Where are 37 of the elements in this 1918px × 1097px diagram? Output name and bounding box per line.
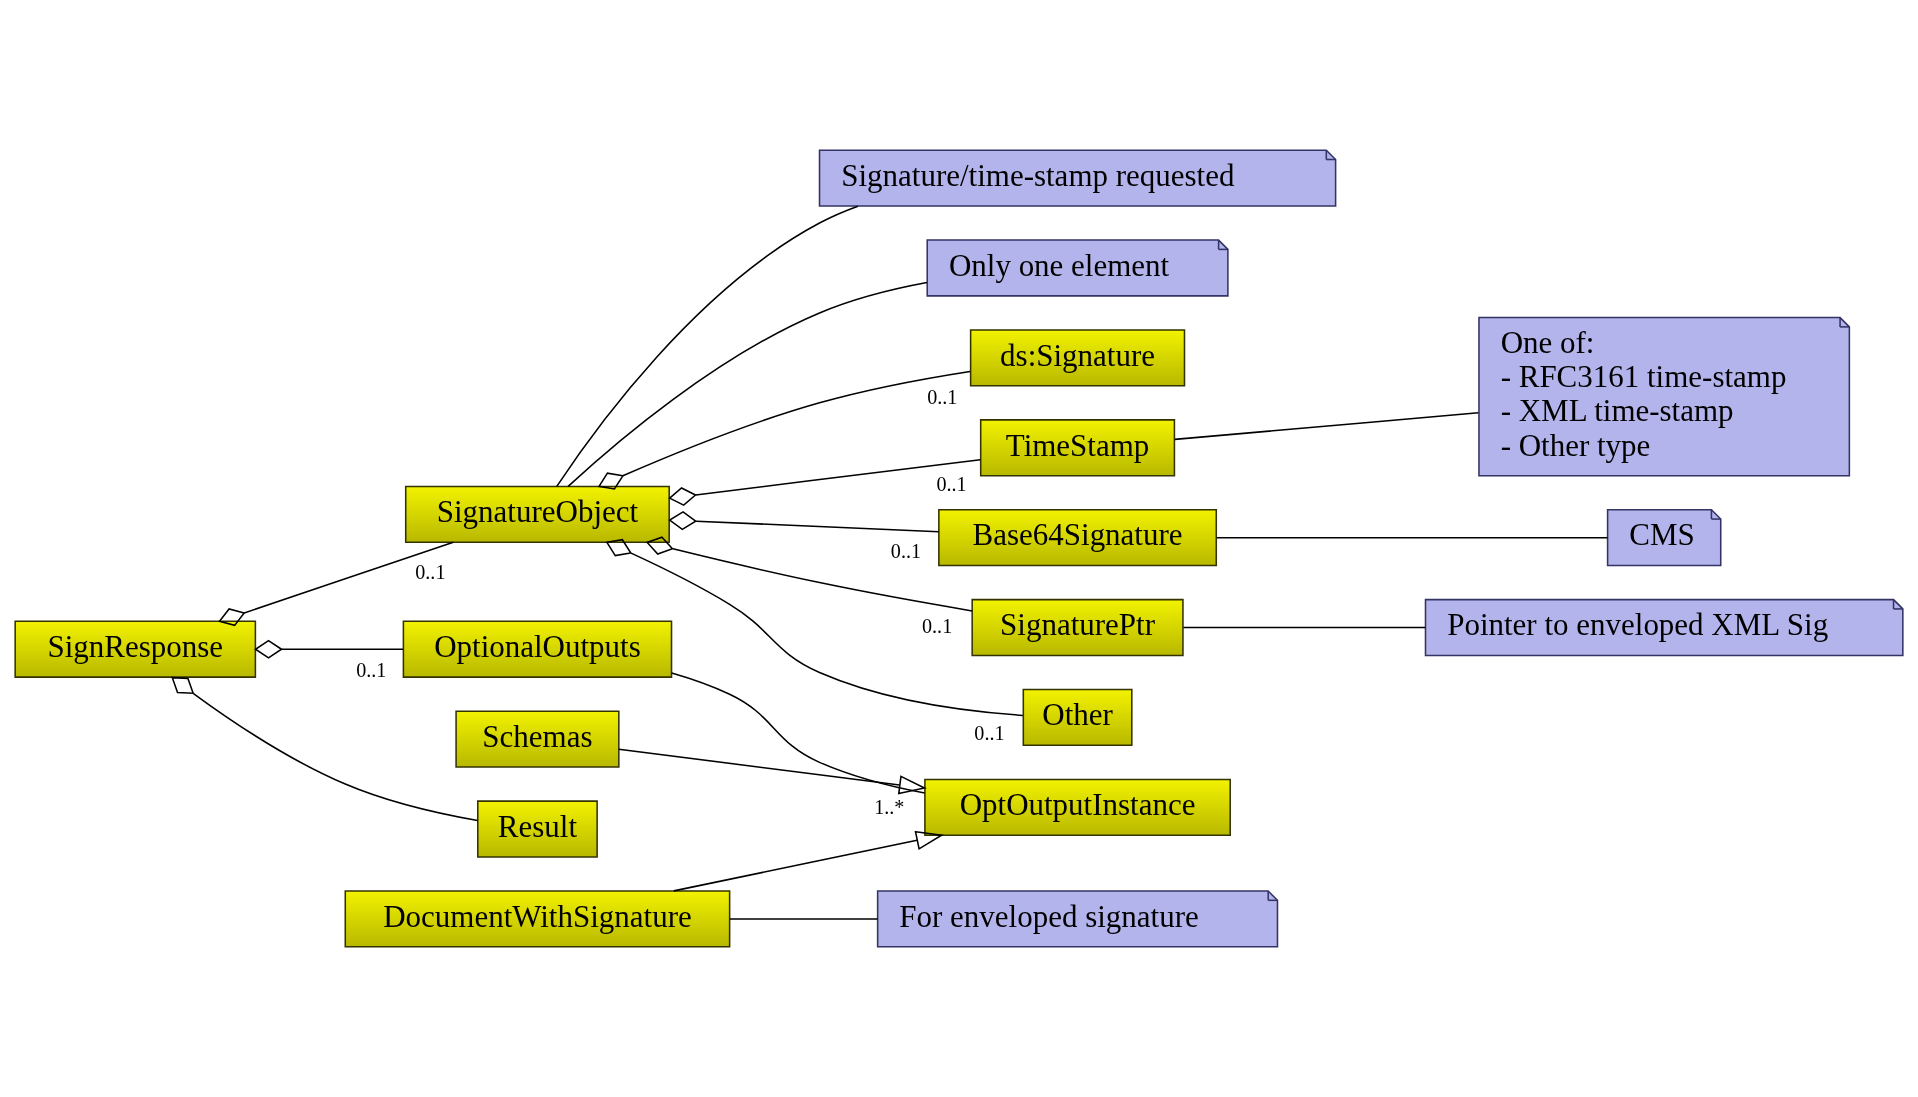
node-box: Result [477, 800, 598, 858]
connector [254, 639, 404, 659]
connector [171, 676, 479, 822]
edge-label: 0..1 [415, 560, 446, 583]
edge-label: 1..* [874, 796, 905, 819]
connector [556, 205, 859, 488]
node-box: DocumentWithSignature [344, 890, 731, 948]
connector [1174, 412, 1480, 441]
connector [668, 458, 982, 507]
edge-label: 0..1 [974, 722, 1005, 745]
node-box: ds:Signature [969, 329, 1186, 387]
connector [597, 370, 971, 490]
connector [567, 281, 928, 488]
connector [645, 536, 973, 612]
node-box: OptOutputInstance [924, 778, 1231, 836]
node-box: OptionalOutputs [402, 620, 673, 678]
node-box: Schemas [455, 710, 620, 768]
node-box: SignatureObject [404, 485, 670, 544]
connector [670, 672, 926, 794]
connector [729, 918, 879, 920]
connector [1182, 626, 1427, 629]
node-box: TimeStamp [979, 419, 1176, 477]
node-box: Other [1022, 688, 1133, 747]
node-box: SignResponse [14, 620, 257, 678]
connector [218, 541, 455, 627]
edge-label: 0..1 [927, 385, 958, 408]
arrow [673, 830, 944, 892]
node-box: SignaturePtr [971, 598, 1184, 657]
connector [605, 538, 1024, 717]
edge-label: 0..1 [936, 472, 967, 495]
connector [668, 511, 940, 533]
edge-label: 0..1 [356, 658, 387, 681]
arrow [618, 748, 927, 795]
edge-label: 0..1 [922, 614, 953, 637]
node-box: Base64Signature [938, 508, 1218, 567]
connector [1215, 536, 1609, 539]
edge-label: 0..1 [890, 539, 922, 562]
